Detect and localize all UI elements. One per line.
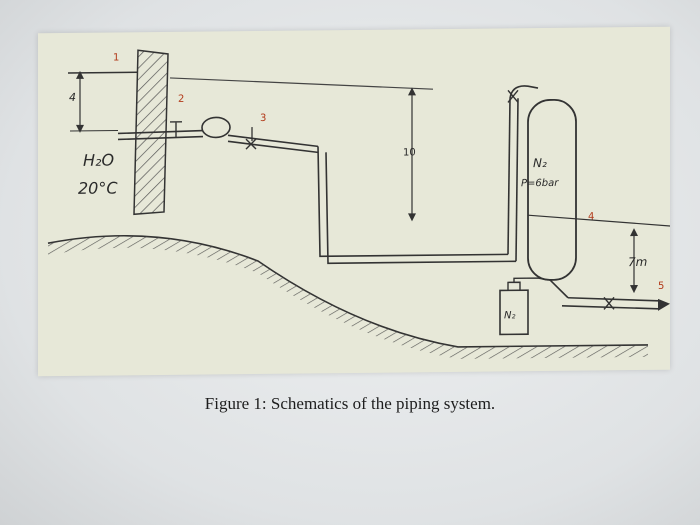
nitrogen-bottle (499, 289, 529, 336)
tank-gas-label: N₂ (533, 155, 547, 171)
tank-pressure-label: P=6bar (521, 177, 559, 190)
ground-hatch (48, 235, 648, 359)
ground-line (47, 234, 648, 348)
water-surface (68, 71, 138, 74)
pressure-tank (527, 99, 577, 281)
point-5-label: 5 (658, 280, 665, 292)
reference-line (169, 77, 434, 90)
schematic-photo: H₂O 20°C 4 10 7m N₂ P=6bar N₂ 1 2 3 4 5 (38, 26, 670, 377)
height-right-label: 7m (628, 254, 648, 270)
height-left-label: 4 (69, 90, 76, 104)
point-1-label: 1 (113, 52, 120, 64)
tank-water-level (527, 214, 670, 228)
pump (201, 116, 231, 139)
water-label: H₂O (83, 150, 115, 170)
point-4-label: 4 (588, 211, 595, 223)
point-2-label: 2 (178, 93, 185, 105)
point-3-label: 3 (260, 112, 267, 124)
figure-caption: Figure 1: Schematics of the piping syste… (204, 394, 496, 413)
outlet-arrow (658, 298, 670, 311)
piping-schematic (47, 49, 670, 359)
bottle-gas-label: N₂ (504, 310, 516, 322)
height-mid-label: 10 (403, 147, 416, 159)
temperature-label: 20°C (78, 178, 118, 198)
